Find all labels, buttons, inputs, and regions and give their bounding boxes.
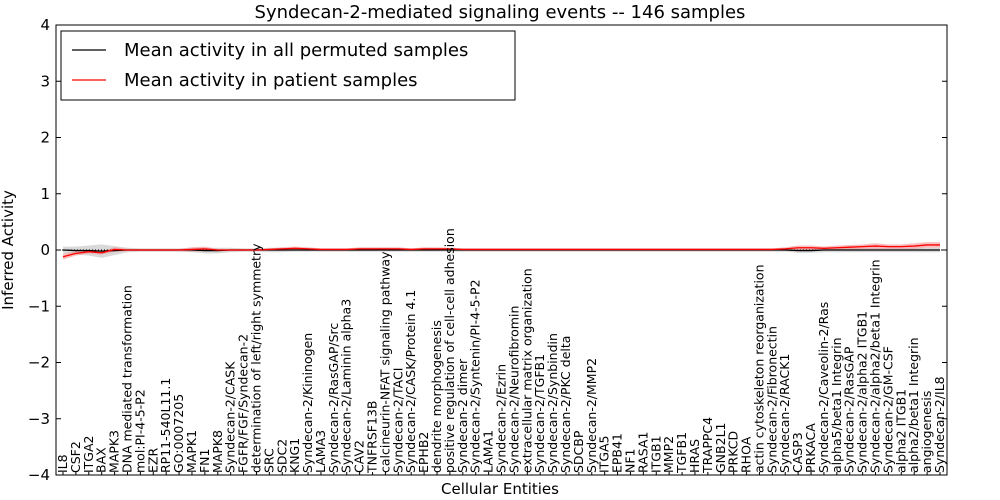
x-tick-label: Syndecan-2/GM-CSF	[880, 346, 895, 473]
series-band-2	[63, 242, 940, 260]
x-tick-label: alpha2 ITGB1	[893, 389, 908, 473]
y-tick-label: 1	[40, 185, 50, 203]
series-line-2	[62, 244, 940, 258]
x-tick-label: EZR	[145, 448, 160, 473]
x-tick-label: alpha5/beta1 Integrin	[829, 337, 844, 473]
y-axis-label: Inferred Activity	[0, 190, 17, 310]
y-tick-label: −1	[28, 297, 50, 315]
x-tick-label: FN1	[197, 449, 212, 474]
x-tick-label: positive regulation of cell-cell adhesio…	[442, 228, 457, 473]
x-tick-label: Syndecan-2/IL8	[932, 376, 947, 473]
x-tick-label: Syndecan-2/alpha2/beta1 Integrin	[868, 259, 883, 473]
x-tick-label: CSF2	[68, 441, 83, 473]
x-tick-label: EPB41	[610, 433, 625, 473]
x-tick-label: Syndecan-2/TACI	[390, 368, 405, 473]
x-tick-label: PRKCD	[726, 431, 741, 473]
chart-title: Syndecan-2-mediated signaling events -- …	[255, 2, 746, 23]
x-tick-label: Syndecan-2/TGFB1	[532, 354, 547, 473]
x-tick-label: KNG1	[287, 438, 302, 473]
x-tick-label: Syndecan-2/CASK	[223, 361, 238, 473]
x-tick-label: Syndecan-2/Caveolin-2/Ras	[816, 302, 831, 473]
x-tick-label: Syndecan-2/PKC delta	[558, 336, 573, 473]
x-tick-label: ITGB1	[648, 435, 663, 473]
x-tick-label: FGFR/FGF/Syndecan-2	[236, 334, 251, 473]
x-tick-label: extracellular matrix organization	[519, 268, 534, 473]
x-tick-label: CASP3	[790, 432, 805, 473]
x-tick-label: BAX	[94, 447, 109, 473]
x-tick-label: actin cytoskeleton reorganization	[751, 264, 766, 473]
x-tick-label: Syndecan-2/RasGAP	[842, 346, 857, 473]
y-tick-label: 4	[40, 16, 50, 34]
x-tick-label: RHOA	[739, 436, 754, 473]
x-tick-label: Syndecan-2 dimer	[455, 358, 470, 473]
x-tick-label: MAPK8	[210, 430, 225, 473]
x-tick-label: Syndecan-2/Synbindin	[545, 333, 560, 473]
x-tick-label: HRAS	[687, 439, 702, 473]
x-axis-label: Cellular Entities	[441, 480, 559, 498]
x-tick-label: LAMA3	[313, 430, 328, 473]
x-tick-label: NF1	[622, 449, 637, 474]
x-tick-label: MAPK1	[184, 430, 199, 473]
x-tick-label: SRC	[261, 448, 276, 473]
x-tick-label: determination of left/right symmetry	[248, 243, 263, 473]
x-tick-label: ITGA2	[81, 435, 96, 473]
x-tick-label: Syndecan-2/RACK1	[777, 354, 792, 473]
y-tick-label: 2	[40, 129, 50, 147]
x-tick-label: LAMA1	[481, 430, 496, 473]
x-tick-label: Syndecan-2/Ezrin	[494, 364, 509, 473]
x-tick-label: alpha2/beta1 Integrin	[906, 337, 921, 473]
x-tick-label: GNB2L1	[713, 423, 728, 473]
x-tick-label: TGFB1	[674, 432, 689, 474]
x-tick-label: ITGA5	[597, 435, 612, 473]
x-tick-label: RASA1	[635, 432, 650, 473]
x-tick-label: MMP2	[661, 436, 676, 473]
x-tick-label: PRKACA	[803, 423, 818, 473]
legend-entry-1: Mean activity in all permuted samples	[124, 40, 468, 61]
x-tick-label: SDC2	[274, 439, 289, 473]
x-tick-label: Syndecan-2/Neurofibromin	[506, 306, 521, 473]
x-tick-label: angiogenesis	[919, 391, 934, 473]
x-tick-label: DNA mediated transformation	[119, 285, 134, 473]
x-tick-label: RP11-540L11.1	[158, 378, 173, 473]
x-tick-label: Syndecan-2/Laminin alpha3	[339, 299, 354, 473]
x-tick-label: Syndecan-2/RasGAP/Src	[326, 323, 341, 473]
y-tick-label: −3	[28, 410, 50, 428]
x-tick-label: Syndecan-2/Syntenin/PI-4-5-P2	[468, 279, 483, 473]
x-tick-label: Syndecan-2/Kininogen	[300, 333, 315, 473]
y-tick-label: 3	[40, 72, 50, 90]
legend-entry-2: Mean activity in patient samples	[124, 70, 418, 91]
x-tick-label: Syndecan-2/Fibronectin	[764, 326, 779, 473]
x-tick-label: TNFRSF13B	[365, 401, 380, 474]
x-tick-label: IL8	[55, 454, 70, 473]
x-tick-label: TRAPPC4	[700, 417, 715, 474]
x-tick-label: calcineurin-NFAT signaling pathway	[377, 251, 392, 473]
x-tick-label: Syndecan-2/CASK/Protein 4.1	[403, 290, 418, 473]
x-tick-label: SDCBP	[571, 430, 586, 473]
y-tick-label: −4	[28, 466, 50, 484]
x-tick-label: CAV2	[352, 440, 367, 473]
x-tick-label: EPHB2	[416, 432, 431, 473]
legend-box	[60, 30, 516, 101]
x-tick-label: dendrite morphogenesis	[429, 320, 444, 473]
x-tick-label: Syndecan-2/alpha2 ITGB1	[855, 311, 870, 473]
x-tick-label: Syndecan-2/MMP2	[584, 358, 599, 473]
y-tick-label: −2	[28, 354, 50, 372]
x-tick-label: GO:0007205	[171, 394, 186, 473]
x-tick-label: mol:PI-4-5-P2	[132, 389, 147, 473]
y-tick-label: 0	[40, 241, 50, 259]
x-tick-label: MAPK3	[107, 430, 122, 473]
